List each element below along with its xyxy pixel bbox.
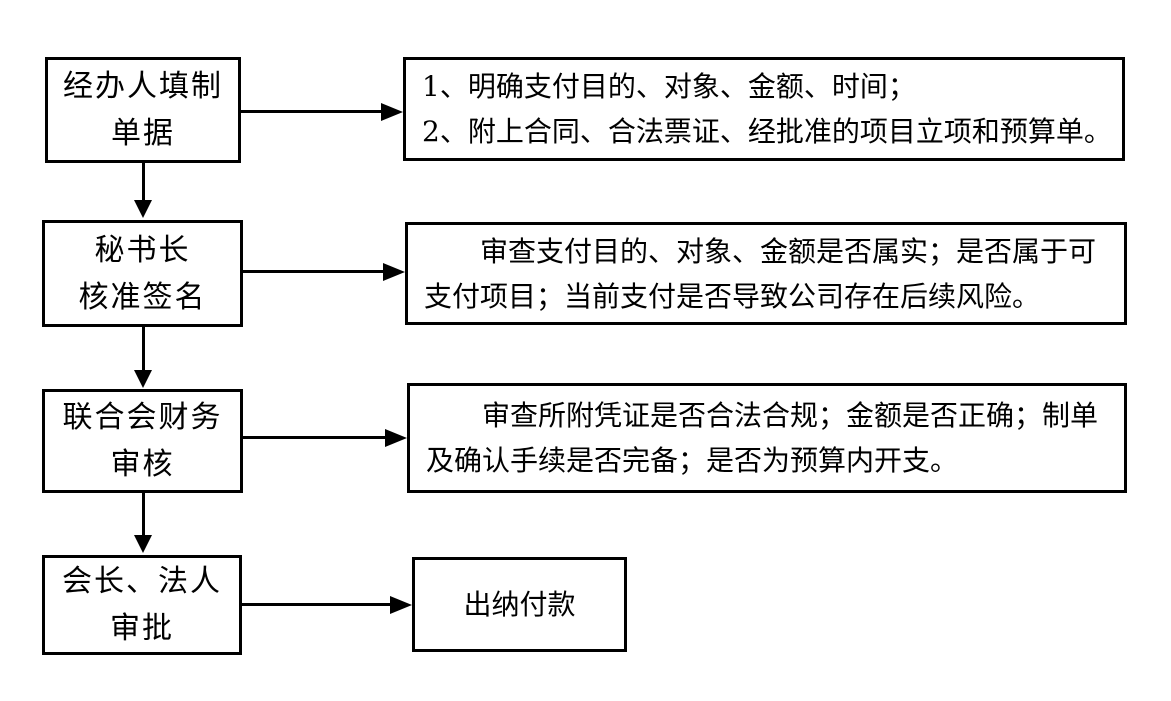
flow-step3-actor-line1: 联合会财务: [62, 400, 223, 435]
arrow-right-step1-head-icon: [381, 103, 403, 121]
flow-step3-actor-box: 联合会财务 审核: [42, 389, 243, 493]
arrow-right-step3-head-icon: [385, 429, 407, 447]
flow-step4-actor-box: 会长、法人 审批: [42, 555, 242, 655]
arrow-right-step1-shaft: [241, 110, 381, 113]
arrow-down-3-head-icon: [134, 535, 152, 553]
arrow-right-step4-head-icon: [390, 596, 412, 614]
arrow-right-step4-shaft: [242, 603, 390, 606]
flow-step2-detail-line1: 审查支付目的、对象、金额是否属实；是否属于可: [480, 234, 1097, 268]
flow-step3-detail-box: 审查所附凭证是否合法合规；金额是否正确；制单 及确认手续是否完备；是否为预算内开…: [407, 383, 1127, 493]
flow-step4-actor-line2: 审批: [110, 611, 174, 646]
arrow-down-2-shaft: [142, 327, 145, 371]
flow-step4-detail-line1: 出纳付款: [463, 588, 576, 621]
flow-step2-actor-line1: 秘书长: [94, 232, 191, 268]
flow-step2-actor-box: 秘书长 核准签名: [42, 220, 243, 327]
flow-step4-actor-line1: 会长、法人: [62, 564, 222, 599]
flow-step1-detail-line1: 1、明确支付目的、对象、金额、时间；: [422, 70, 916, 103]
arrow-right-step2-shaft: [243, 270, 383, 273]
flow-step3-actor-line2: 审核: [110, 447, 175, 482]
flow-step1-actor-line1: 经办人填制: [63, 69, 223, 104]
flow-step3-detail-line1: 审查所附凭证是否合法合规；金额是否正确；制单: [482, 399, 1099, 432]
flow-step2-actor-line2: 核准签名: [78, 279, 207, 315]
flow-step3-detail-line2: 及确认手续是否完备；是否为预算内开支。: [426, 444, 959, 477]
arrow-down-1-shaft: [142, 163, 145, 201]
arrow-right-step3-shaft: [243, 436, 385, 439]
arrow-down-3-shaft: [142, 493, 145, 536]
flow-step4-detail-box: 出纳付款: [412, 557, 627, 652]
arrow-right-step2-head-icon: [383, 263, 405, 281]
flow-step2-detail-line2: 支付项目；当前支付是否导致公司存在后续风险。: [424, 279, 1041, 313]
arrow-down-1-head-icon: [134, 200, 152, 218]
flow-step2-detail-box: 审查支付目的、对象、金额是否属实；是否属于可 支付项目；当前支付是否导致公司存在…: [405, 222, 1127, 325]
flow-step1-actor-line2: 单据: [111, 116, 175, 151]
flow-step1-detail-box: 1、明确支付目的、对象、金额、时间； 2、附上合同、合法票证、经批准的项目立项和…: [403, 57, 1125, 161]
flow-step1-detail-line2: 2、附上合同、合法票证、经批准的项目立项和预算单。: [422, 115, 1112, 148]
flow-step1-actor-box: 经办人填制 单据: [45, 57, 241, 163]
arrow-down-2-head-icon: [134, 370, 152, 388]
